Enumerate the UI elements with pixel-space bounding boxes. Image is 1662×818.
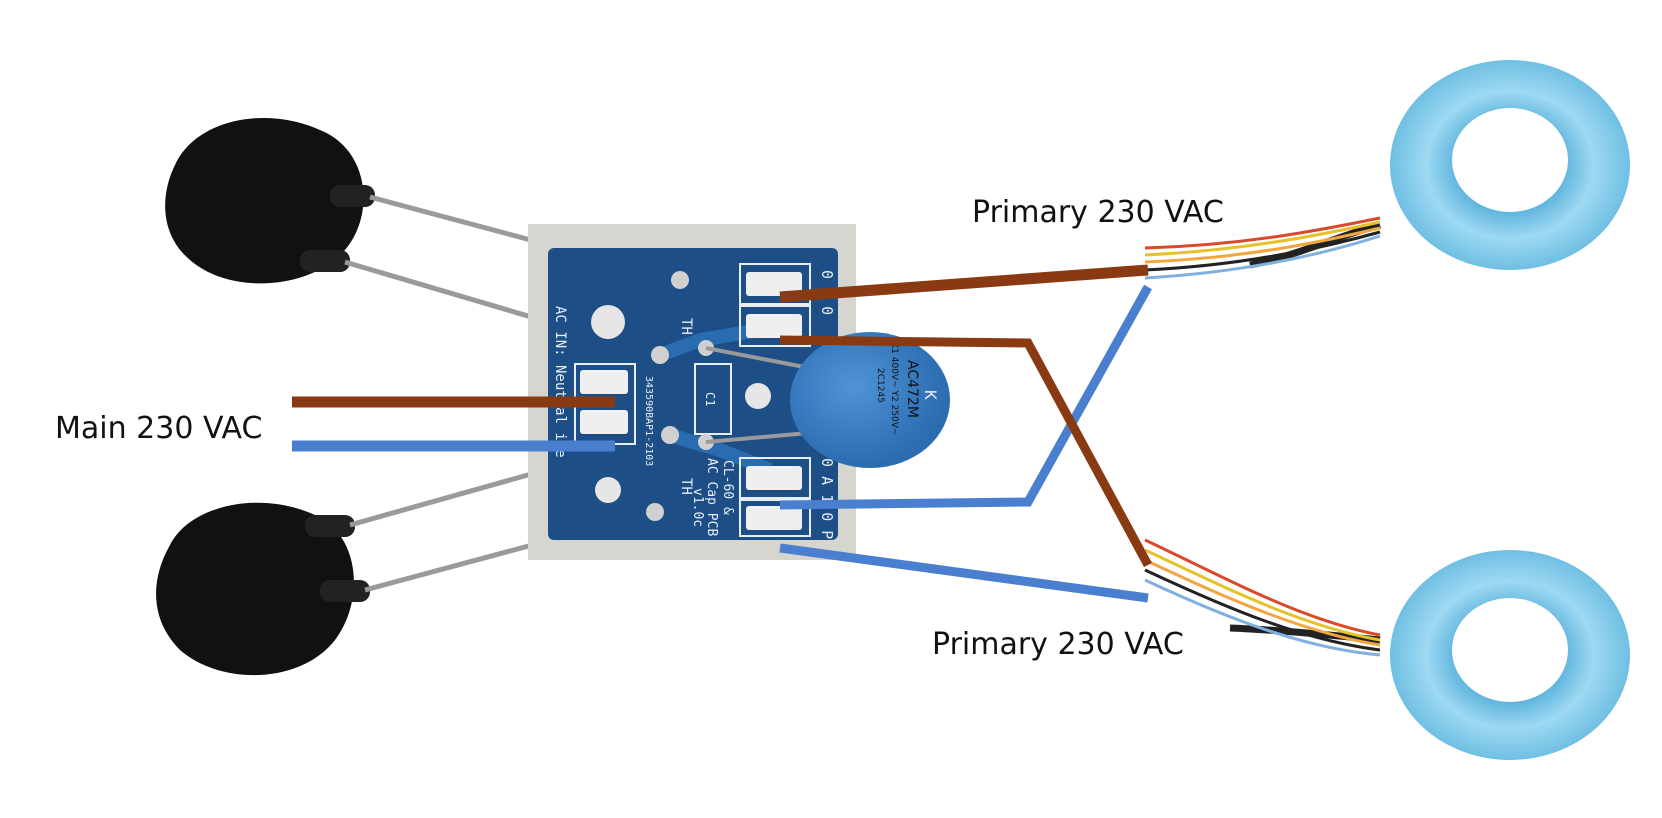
y-capacitor: K AC472M X1 400V~ Y2 250V~ 2C1245 <box>705 332 950 468</box>
pcb-label-th-bottom: TH <box>678 478 694 495</box>
label-main-230vac: Main 230 VAC <box>55 411 263 446</box>
mounting-hole <box>591 305 625 339</box>
pcb-serial: 343590BAP1-2103 <box>643 376 654 466</box>
pcb-title-line1: CL-60 & <box>720 460 735 515</box>
pcb-label-c1: C1 <box>703 392 717 406</box>
capacitor-part: AC472M <box>904 360 920 418</box>
capacitor-rating-line1: X1 400V~ Y2 250V~ <box>889 342 899 435</box>
label-primary-230vac-bottom: Primary 230 VAC <box>932 627 1184 662</box>
wire-primary-top-blue <box>779 284 1152 510</box>
toroid-transformer-bottom <box>1144 538 1630 760</box>
mounting-hole <box>595 477 621 503</box>
pcb-version: v1.0c <box>690 488 705 527</box>
capacitor-rating-line2: 2C1245 <box>875 368 885 403</box>
pcb-label-th-top: TH <box>678 318 694 335</box>
label-primary-230vac-top: Primary 230 VAC <box>972 195 1224 230</box>
pcb-output-label-bottom: 1 0 A 1 0 P <box>818 440 836 539</box>
wire-primary-top-brown <box>779 264 1149 303</box>
wire-primary-bottom-brown <box>779 335 1152 568</box>
wire-primary-bottom-blue <box>779 543 1149 603</box>
capacitor-brand: K <box>921 390 940 400</box>
pcb-label-ac-in: AC IN: Neutral ine <box>552 306 568 458</box>
pcb-title-line2: AC Cap PCB <box>704 458 719 536</box>
toroid-transformer-top <box>1144 60 1630 280</box>
mounting-hole <box>745 383 771 409</box>
ntc-thermistor-top <box>165 117 681 358</box>
